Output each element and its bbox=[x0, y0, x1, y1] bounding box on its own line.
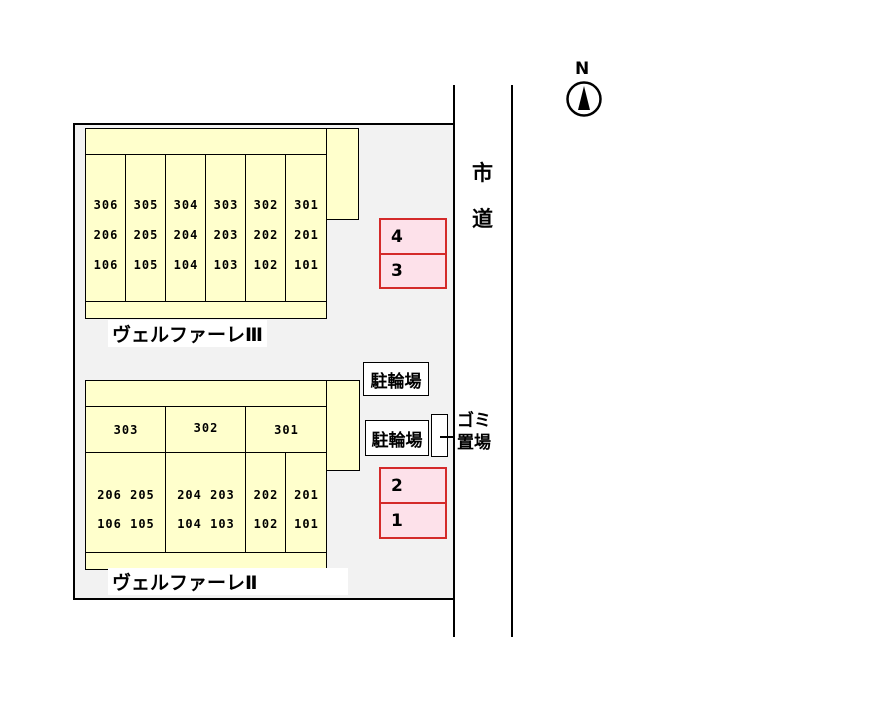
bicycle-parking-lower: 駐輪場 bbox=[365, 420, 429, 456]
unit-label: 302 bbox=[253, 198, 279, 212]
garbage-label-line1: ゴミ bbox=[457, 411, 491, 431]
unit-label: 204 bbox=[173, 228, 199, 242]
unit-label: 303 bbox=[113, 423, 139, 437]
unit-label: 206 205 bbox=[97, 488, 155, 502]
parking-spot-1: 1 bbox=[379, 502, 447, 539]
building-3-name: ヴェルファーレⅢ bbox=[108, 320, 267, 347]
unit-label: 306 bbox=[93, 198, 119, 212]
unit-label: 101 bbox=[294, 258, 319, 272]
building-3-units: 306 206 106 305 205 105 304 204 104 303 … bbox=[85, 154, 327, 302]
building-2-stair bbox=[326, 380, 360, 471]
unit-label: 106 bbox=[93, 258, 119, 272]
building-3-stair bbox=[326, 128, 359, 220]
unit-label: 305 bbox=[133, 198, 159, 212]
unit-label: 106 105 bbox=[97, 517, 155, 531]
building-2: 303 302 301 206 205 106 105 204 203 104 … bbox=[85, 380, 360, 570]
unit-block: 201 101 bbox=[285, 452, 327, 553]
unit-column: 304 204 104 bbox=[165, 154, 206, 302]
unit-label: 103 bbox=[213, 258, 239, 272]
building-3-balcony bbox=[85, 301, 327, 319]
unit-label: 201 bbox=[294, 228, 319, 242]
unit-label: 202 bbox=[253, 228, 279, 242]
unit-label: 102 bbox=[253, 517, 279, 531]
garbage-label: ゴミ 置場 bbox=[455, 410, 493, 454]
north-arrow-icon bbox=[565, 80, 603, 118]
unit-block: 302 bbox=[165, 406, 246, 453]
parking-spot-4: 4 bbox=[379, 218, 447, 255]
building-3-corridor bbox=[85, 128, 327, 155]
unit-label: 102 bbox=[253, 258, 279, 272]
parking-spot-3: 3 bbox=[379, 253, 447, 289]
building-2-corridor bbox=[85, 380, 327, 407]
unit-label: 104 103 bbox=[177, 517, 235, 531]
unit-block: 204 203 104 103 bbox=[165, 452, 246, 553]
unit-label: 204 203 bbox=[177, 488, 235, 502]
unit-column: 305 205 105 bbox=[125, 154, 166, 302]
unit-label: 205 bbox=[133, 228, 159, 242]
unit-label: 201 bbox=[294, 488, 319, 502]
building-2-name: ヴェルファーレⅡ bbox=[108, 568, 348, 595]
unit-label: 301 bbox=[294, 198, 319, 212]
unit-column: 301 201 101 bbox=[285, 154, 327, 302]
unit-label: 101 bbox=[294, 517, 319, 531]
parking-spot-2: 2 bbox=[379, 467, 447, 504]
garbage-label-line2: 置場 bbox=[457, 433, 491, 453]
bicycle-parking-upper: 駐輪場 bbox=[363, 362, 429, 396]
unit-label: 105 bbox=[133, 258, 159, 272]
unit-block: 202 102 bbox=[245, 452, 286, 553]
building-3: 306 206 106 305 205 105 304 204 104 303 … bbox=[85, 128, 360, 320]
road-edge-left bbox=[453, 85, 455, 637]
road-label-1: 市 bbox=[472, 161, 493, 185]
unit-label: 203 bbox=[213, 228, 239, 242]
unit-column: 306 206 106 bbox=[85, 154, 126, 302]
unit-label: 301 bbox=[274, 423, 299, 437]
garbage-leader-line bbox=[440, 436, 458, 438]
unit-label: 303 bbox=[213, 198, 239, 212]
unit-block: 301 bbox=[245, 406, 327, 453]
road-label-2: 道 bbox=[472, 207, 493, 231]
road-edge-right bbox=[511, 85, 513, 637]
garbage-station bbox=[431, 414, 448, 457]
unit-block: 303 bbox=[85, 406, 166, 453]
unit-column: 303 203 103 bbox=[205, 154, 246, 302]
unit-label: 104 bbox=[173, 258, 199, 272]
north-label: N bbox=[575, 59, 590, 79]
unit-column: 302 202 102 bbox=[245, 154, 286, 302]
unit-block: 206 205 106 105 bbox=[85, 452, 166, 553]
unit-label: 304 bbox=[173, 198, 199, 212]
unit-label: 302 bbox=[193, 421, 219, 435]
unit-label: 202 bbox=[253, 488, 279, 502]
unit-label: 206 bbox=[93, 228, 119, 242]
